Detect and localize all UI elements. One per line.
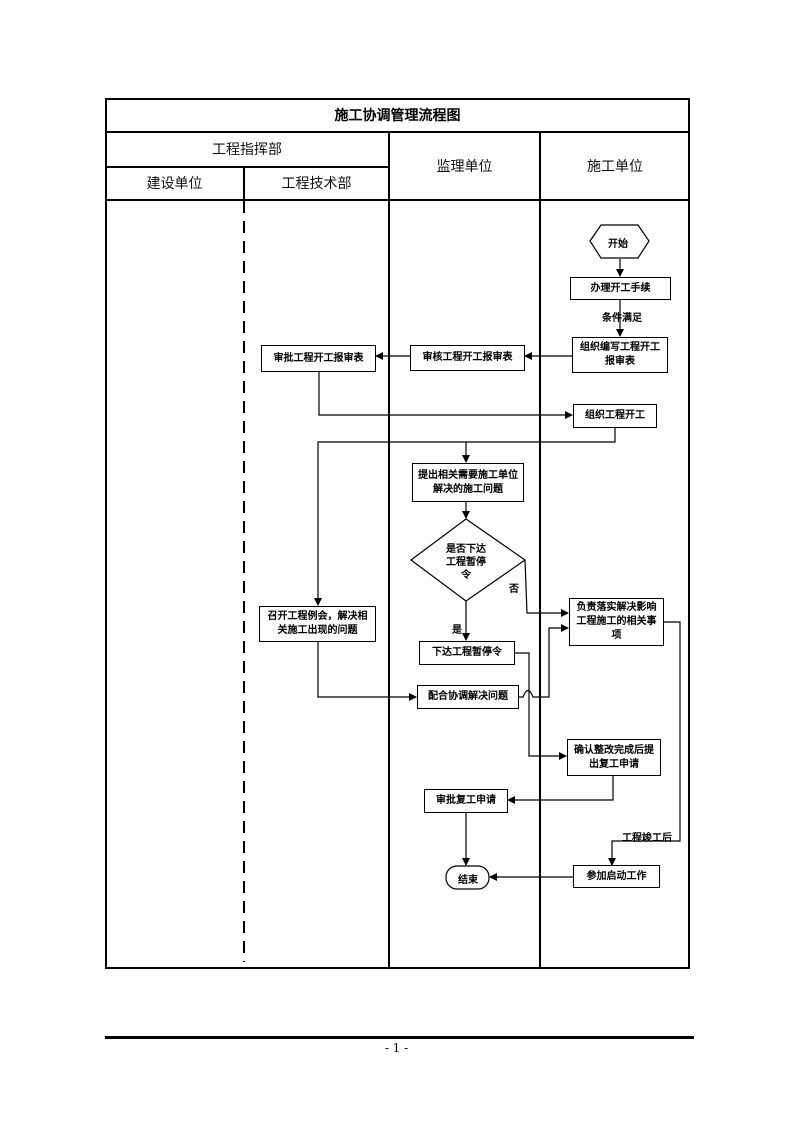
label-after-completion: 工程竣工后 xyxy=(622,833,672,844)
node-review-report: 审核工程开工报审表 xyxy=(410,345,525,371)
lane-header-tech-dept: 工程技术部 xyxy=(281,176,352,192)
node-resolve-matters: 负责落实解决影响工程施工的相关事项 xyxy=(569,598,664,646)
arrow-stop-order-to-confirm xyxy=(515,652,567,760)
lane-header-supervisor: 监理单位 xyxy=(436,158,493,175)
node-hold-meeting: 召开工程例会，解决相关施工出现的问题 xyxy=(259,606,376,642)
node-start-procedures: 办理开工手续 xyxy=(570,277,671,300)
node-raise-issues: 提出相关需要施工单位解决的施工问题 xyxy=(412,463,524,502)
node-approve-resume: 审批复工申请 xyxy=(424,789,508,813)
node-confirm-rectify: 确认整改完成后提出复工申请 xyxy=(567,739,661,776)
arrow-confirm-to-approve-resume xyxy=(507,776,614,804)
lane-divider-contractor xyxy=(539,131,541,969)
title-divider xyxy=(105,131,690,133)
group-header-divider xyxy=(105,166,389,168)
end-terminator-shape xyxy=(445,865,490,890)
node-organize-start: 组织工程开工 xyxy=(573,404,657,428)
label-yes: 是 xyxy=(452,625,462,636)
diagram-title: 施工协调管理流程图 xyxy=(334,108,461,124)
node-approve-report: 审批工程开工报审表 xyxy=(261,345,376,372)
arrow-coordinate-to-resolve xyxy=(519,624,569,698)
arrow-resolve-to-attend xyxy=(608,621,681,866)
label-condition-met: 条件满足 xyxy=(602,313,642,324)
decision-node: 是否下达工程暂停令 xyxy=(446,544,486,581)
label-no: 否 xyxy=(509,584,519,595)
lane-header-owner: 建设单位 xyxy=(146,176,203,192)
arrow-meeting-to-coordinate xyxy=(317,641,417,701)
lane-header-contractor: 施工单位 xyxy=(587,158,643,175)
arrow-decision-no xyxy=(524,559,569,617)
flowchart-table-frame xyxy=(105,98,690,969)
node-attend-startup: 参加启动工作 xyxy=(573,865,660,888)
lane-divider-supervisor xyxy=(388,131,390,969)
page-number: - 1 - xyxy=(384,1041,409,1055)
lane-group-header: 工程指挥部 xyxy=(212,142,282,158)
arrow-approve-to-organize xyxy=(318,372,573,419)
end-node: 结束 xyxy=(458,875,478,886)
decision-diamond-shape xyxy=(409,518,527,602)
footer-rule xyxy=(105,1036,694,1039)
node-compile-report: 组织编写工程开工报审表 xyxy=(572,337,668,373)
node-coordinate: 配合协调解决问题 xyxy=(417,685,519,709)
start-node: 开始 xyxy=(608,239,628,250)
header-bottom-divider xyxy=(105,199,690,201)
owner-tech-header-divider xyxy=(243,166,245,200)
node-issue-stop-order: 下达工程暂停令 xyxy=(419,641,515,665)
start-hexagon-shape xyxy=(589,224,650,259)
